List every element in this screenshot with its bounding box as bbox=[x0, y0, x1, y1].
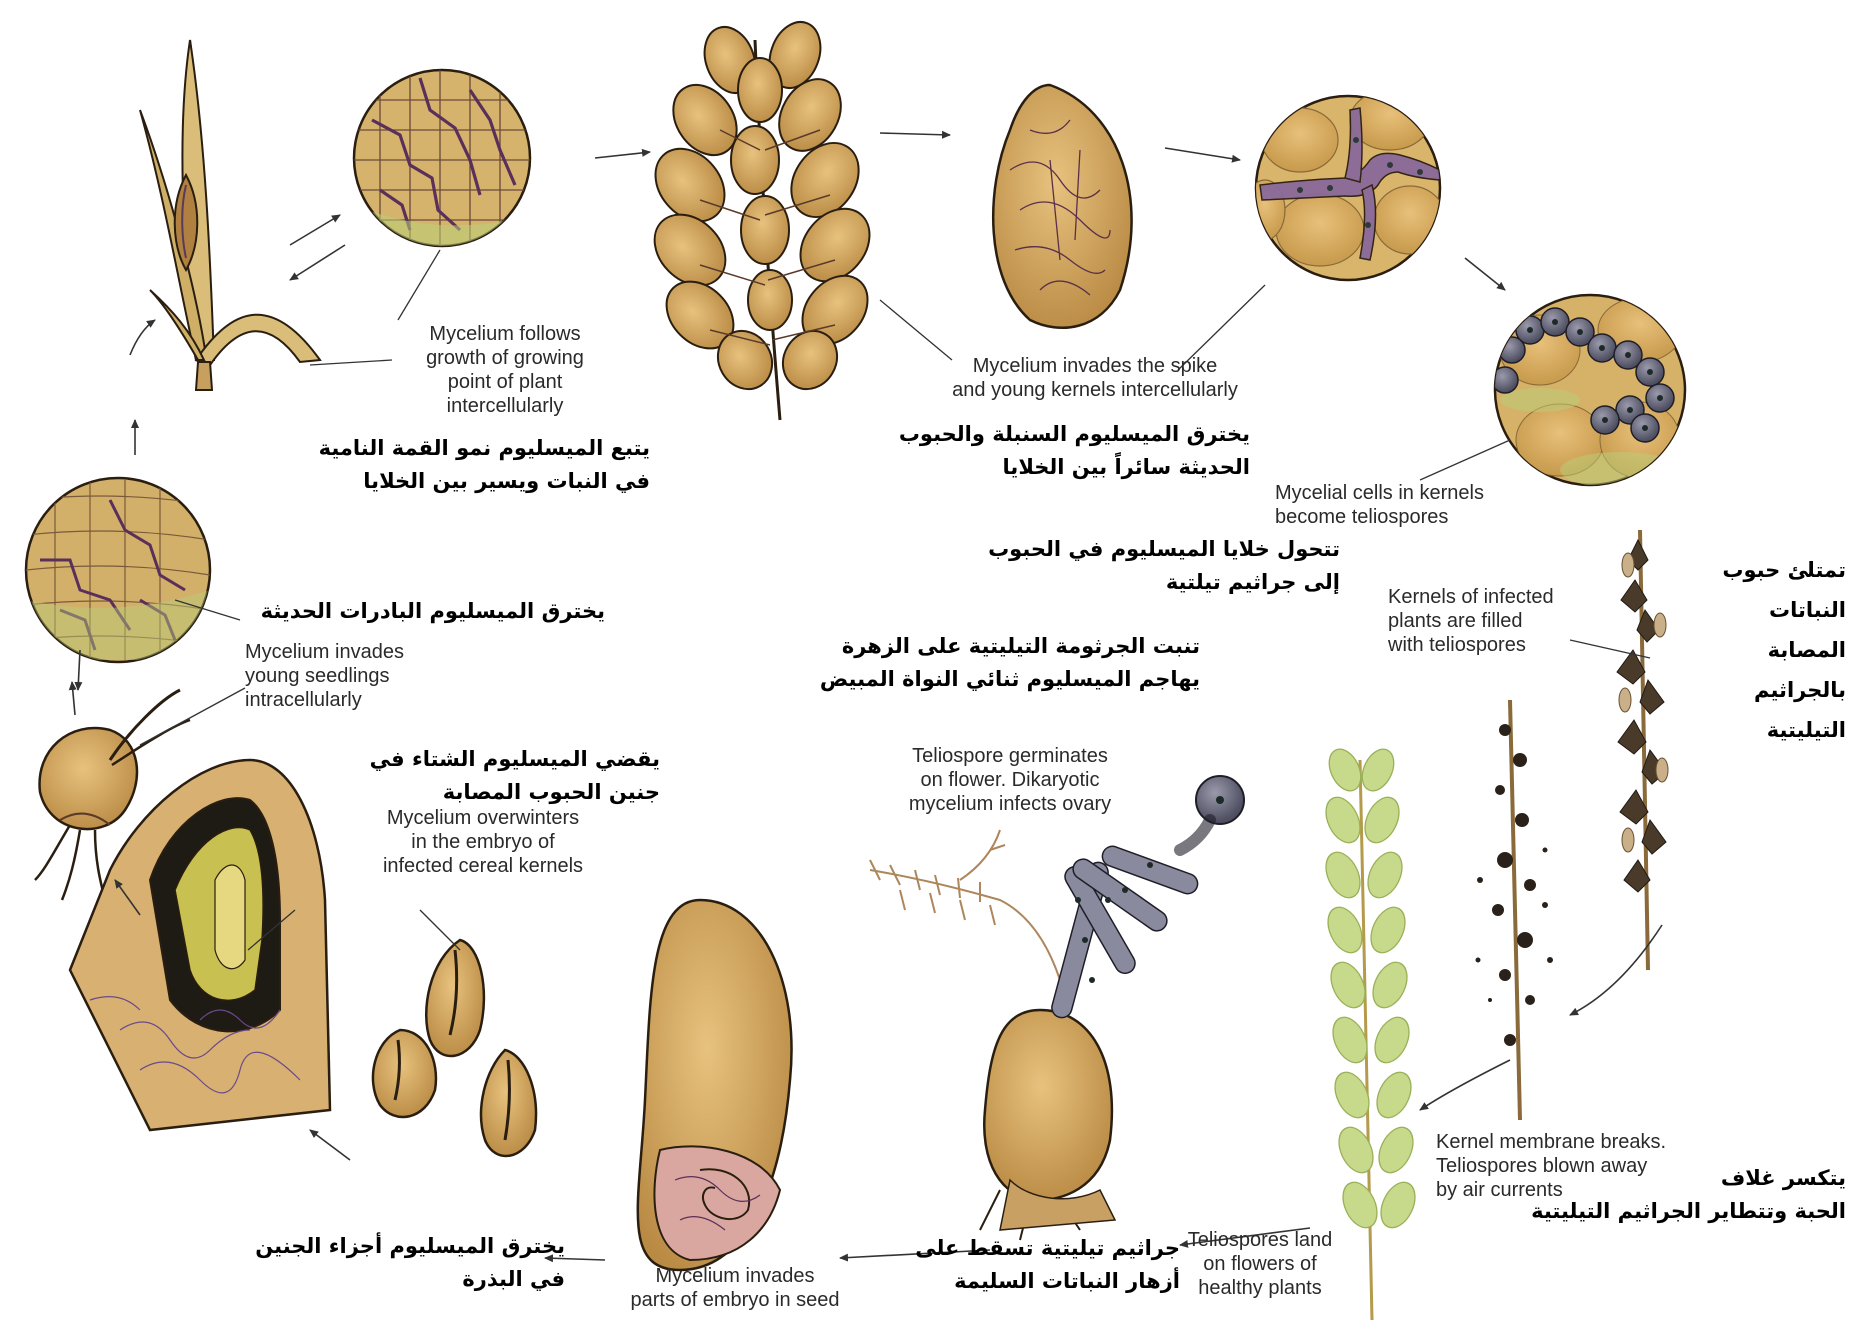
caption-line: أزهار النباتات السليمة bbox=[880, 1265, 1180, 1298]
caption-line: يخترق الميسليوم أجزاء الجنين bbox=[200, 1230, 565, 1263]
caption-line: Teliospore germinates bbox=[885, 744, 1135, 768]
caption-line: parts of embryo in seed bbox=[605, 1288, 865, 1312]
germinates-caption-en: Teliospore germinates on flower. Dikaryo… bbox=[885, 744, 1135, 816]
caption-line: Mycelium overwinters bbox=[348, 806, 618, 830]
caption-line: with teliospores bbox=[1388, 633, 1588, 657]
caption-line: Mycelium follows bbox=[390, 322, 620, 346]
caption-line: يخترق الميسليوم البادرات الحديثة bbox=[225, 595, 605, 628]
seedlings-caption-ar: يخترق الميسليوم البادرات الحديثة bbox=[225, 595, 605, 628]
caption-line: جراثيم تيليتية تسقط على bbox=[880, 1232, 1180, 1265]
germinating-teliospore-illustration bbox=[870, 776, 1244, 1240]
caption-line: plants are filled bbox=[1388, 609, 1588, 633]
kernels-filled-caption-en: Kernels of infected plants are filled wi… bbox=[1388, 585, 1588, 657]
teliospores-form-caption-en: Mycelial cells in kernels become teliosp… bbox=[1275, 481, 1535, 529]
membrane-caption-ar: يتكسر غلاف الحبة وتتطاير الجراثيم التيلي… bbox=[1480, 1162, 1846, 1228]
caption-line: في النبات ويسير بين الخلايا bbox=[290, 465, 650, 498]
land-caption-en: Teliospores land on flowers of healthy p… bbox=[1170, 1228, 1350, 1300]
growing-point-caption-en: Mycelium follows growth of growing point… bbox=[390, 322, 620, 418]
caption-line: النباتات bbox=[1680, 590, 1846, 630]
seedling-plant-illustration bbox=[140, 40, 320, 390]
caption-line: growth of growing bbox=[390, 346, 620, 370]
caption-line: Mycelial cells in kernels bbox=[1275, 481, 1535, 505]
caption-line: point of plant bbox=[390, 370, 620, 394]
overwinters-caption-ar: يقضي الميسليوم الشتاء في جنين الحبوب الم… bbox=[310, 743, 660, 809]
seedlings-caption-en: Mycelium invades young seedlings intrace… bbox=[245, 640, 465, 712]
caption-line: on flowers of bbox=[1170, 1252, 1350, 1276]
wheat-spike-illustration bbox=[641, 15, 884, 420]
caption-line: infected cereal kernels bbox=[348, 854, 618, 878]
caption-line: يقضي الميسليوم الشتاء في bbox=[310, 743, 660, 776]
caption-line: young seedlings bbox=[245, 664, 465, 688]
embryo-caption-en: Mycelium invades parts of embryo in seed bbox=[605, 1264, 865, 1312]
caption-line: تمتلئ حبوب bbox=[1680, 550, 1846, 590]
spike-caption-en: Mycelium invades the spike and young ker… bbox=[910, 354, 1280, 402]
caption-line: intercellularly bbox=[390, 394, 620, 418]
caption-line: Teliospores land bbox=[1170, 1228, 1350, 1252]
caption-line: intracellularly bbox=[245, 688, 465, 712]
caption-line: on flower. Dikaryotic bbox=[885, 768, 1135, 792]
caption-line: التيليتية bbox=[1680, 710, 1846, 750]
caption-line: في البذرة bbox=[200, 1263, 565, 1296]
caption-line: تنبت الجرثومة التيليتية على الزهرة bbox=[760, 630, 1200, 663]
caption-line: and young kernels intercellularly bbox=[910, 378, 1280, 402]
caption-line: الحديثة سائراً بين الخلايا bbox=[880, 451, 1250, 484]
overwinters-caption-en: Mycelium overwinters in the embryo of in… bbox=[348, 806, 618, 878]
caption-line: become teliospores bbox=[1275, 505, 1535, 529]
caption-line: جنين الحبوب المصابة bbox=[310, 776, 660, 809]
germinates-caption-ar: تنبت الجرثومة التيليتية على الزهرة يهاجم… bbox=[760, 630, 1200, 696]
caption-line: يتكسر غلاف bbox=[1480, 1162, 1846, 1195]
teliospores-form-caption-ar: تتحول خلايا الميسليوم في الحبوب إلى جراث… bbox=[960, 533, 1340, 599]
growing-point-caption-ar: يتبع الميسليوم نمو القمة النامية في النب… bbox=[290, 432, 650, 498]
infected-kernel-illustration bbox=[993, 85, 1131, 328]
mycelium-circle-growing-point bbox=[354, 70, 530, 250]
caption-line: يخترق الميسليوم السنبلة والحبوب bbox=[880, 418, 1250, 451]
embryo-caption-ar: يخترق الميسليوم أجزاء الجنين في البذرة bbox=[200, 1230, 565, 1296]
seed-embryo-illustration bbox=[638, 900, 792, 1270]
caption-line: تتحول خلايا الميسليوم في الحبوب bbox=[960, 533, 1340, 566]
caption-line: healthy plants bbox=[1170, 1276, 1350, 1300]
land-caption-ar: جراثيم تيليتية تسقط على أزهار النباتات ا… bbox=[880, 1232, 1180, 1298]
spike-caption-ar: يخترق الميسليوم السنبلة والحبوب الحديثة … bbox=[880, 418, 1250, 484]
caption-line: Kernels of infected bbox=[1388, 585, 1588, 609]
caption-line: إلى جراثيم تيلتية bbox=[960, 566, 1340, 599]
mycelium-circle-kernel-cells bbox=[1245, 90, 1446, 280]
caption-line: Mycelium invades bbox=[245, 640, 465, 664]
kernels-filled-caption-ar: تمتلئ حبوب النباتات المصابة بالجراثيم ال… bbox=[1680, 550, 1846, 750]
caption-line: in the embryo of bbox=[348, 830, 618, 854]
caption-line: Mycelium invades the spike bbox=[910, 354, 1280, 378]
caption-line: بالجراثيم bbox=[1680, 670, 1846, 710]
caption-line: يتبع الميسليوم نمو القمة النامية bbox=[290, 432, 650, 465]
caption-line: المصابة bbox=[1680, 630, 1846, 670]
seed-kernels-illustration bbox=[373, 940, 536, 1156]
teliospore-circle bbox=[1492, 295, 1685, 488]
caption-line: يهاجم الميسليوم ثنائي النواة المبيض bbox=[760, 663, 1200, 696]
caption-line: Kernel membrane breaks. bbox=[1436, 1130, 1696, 1154]
mycelium-circle-seedling bbox=[26, 478, 210, 662]
caption-line: الحبة وتتطاير الجراثيم التيليتية bbox=[1480, 1195, 1846, 1228]
caption-line: Mycelium invades bbox=[605, 1264, 865, 1288]
caption-line: mycelium infects ovary bbox=[885, 792, 1135, 816]
